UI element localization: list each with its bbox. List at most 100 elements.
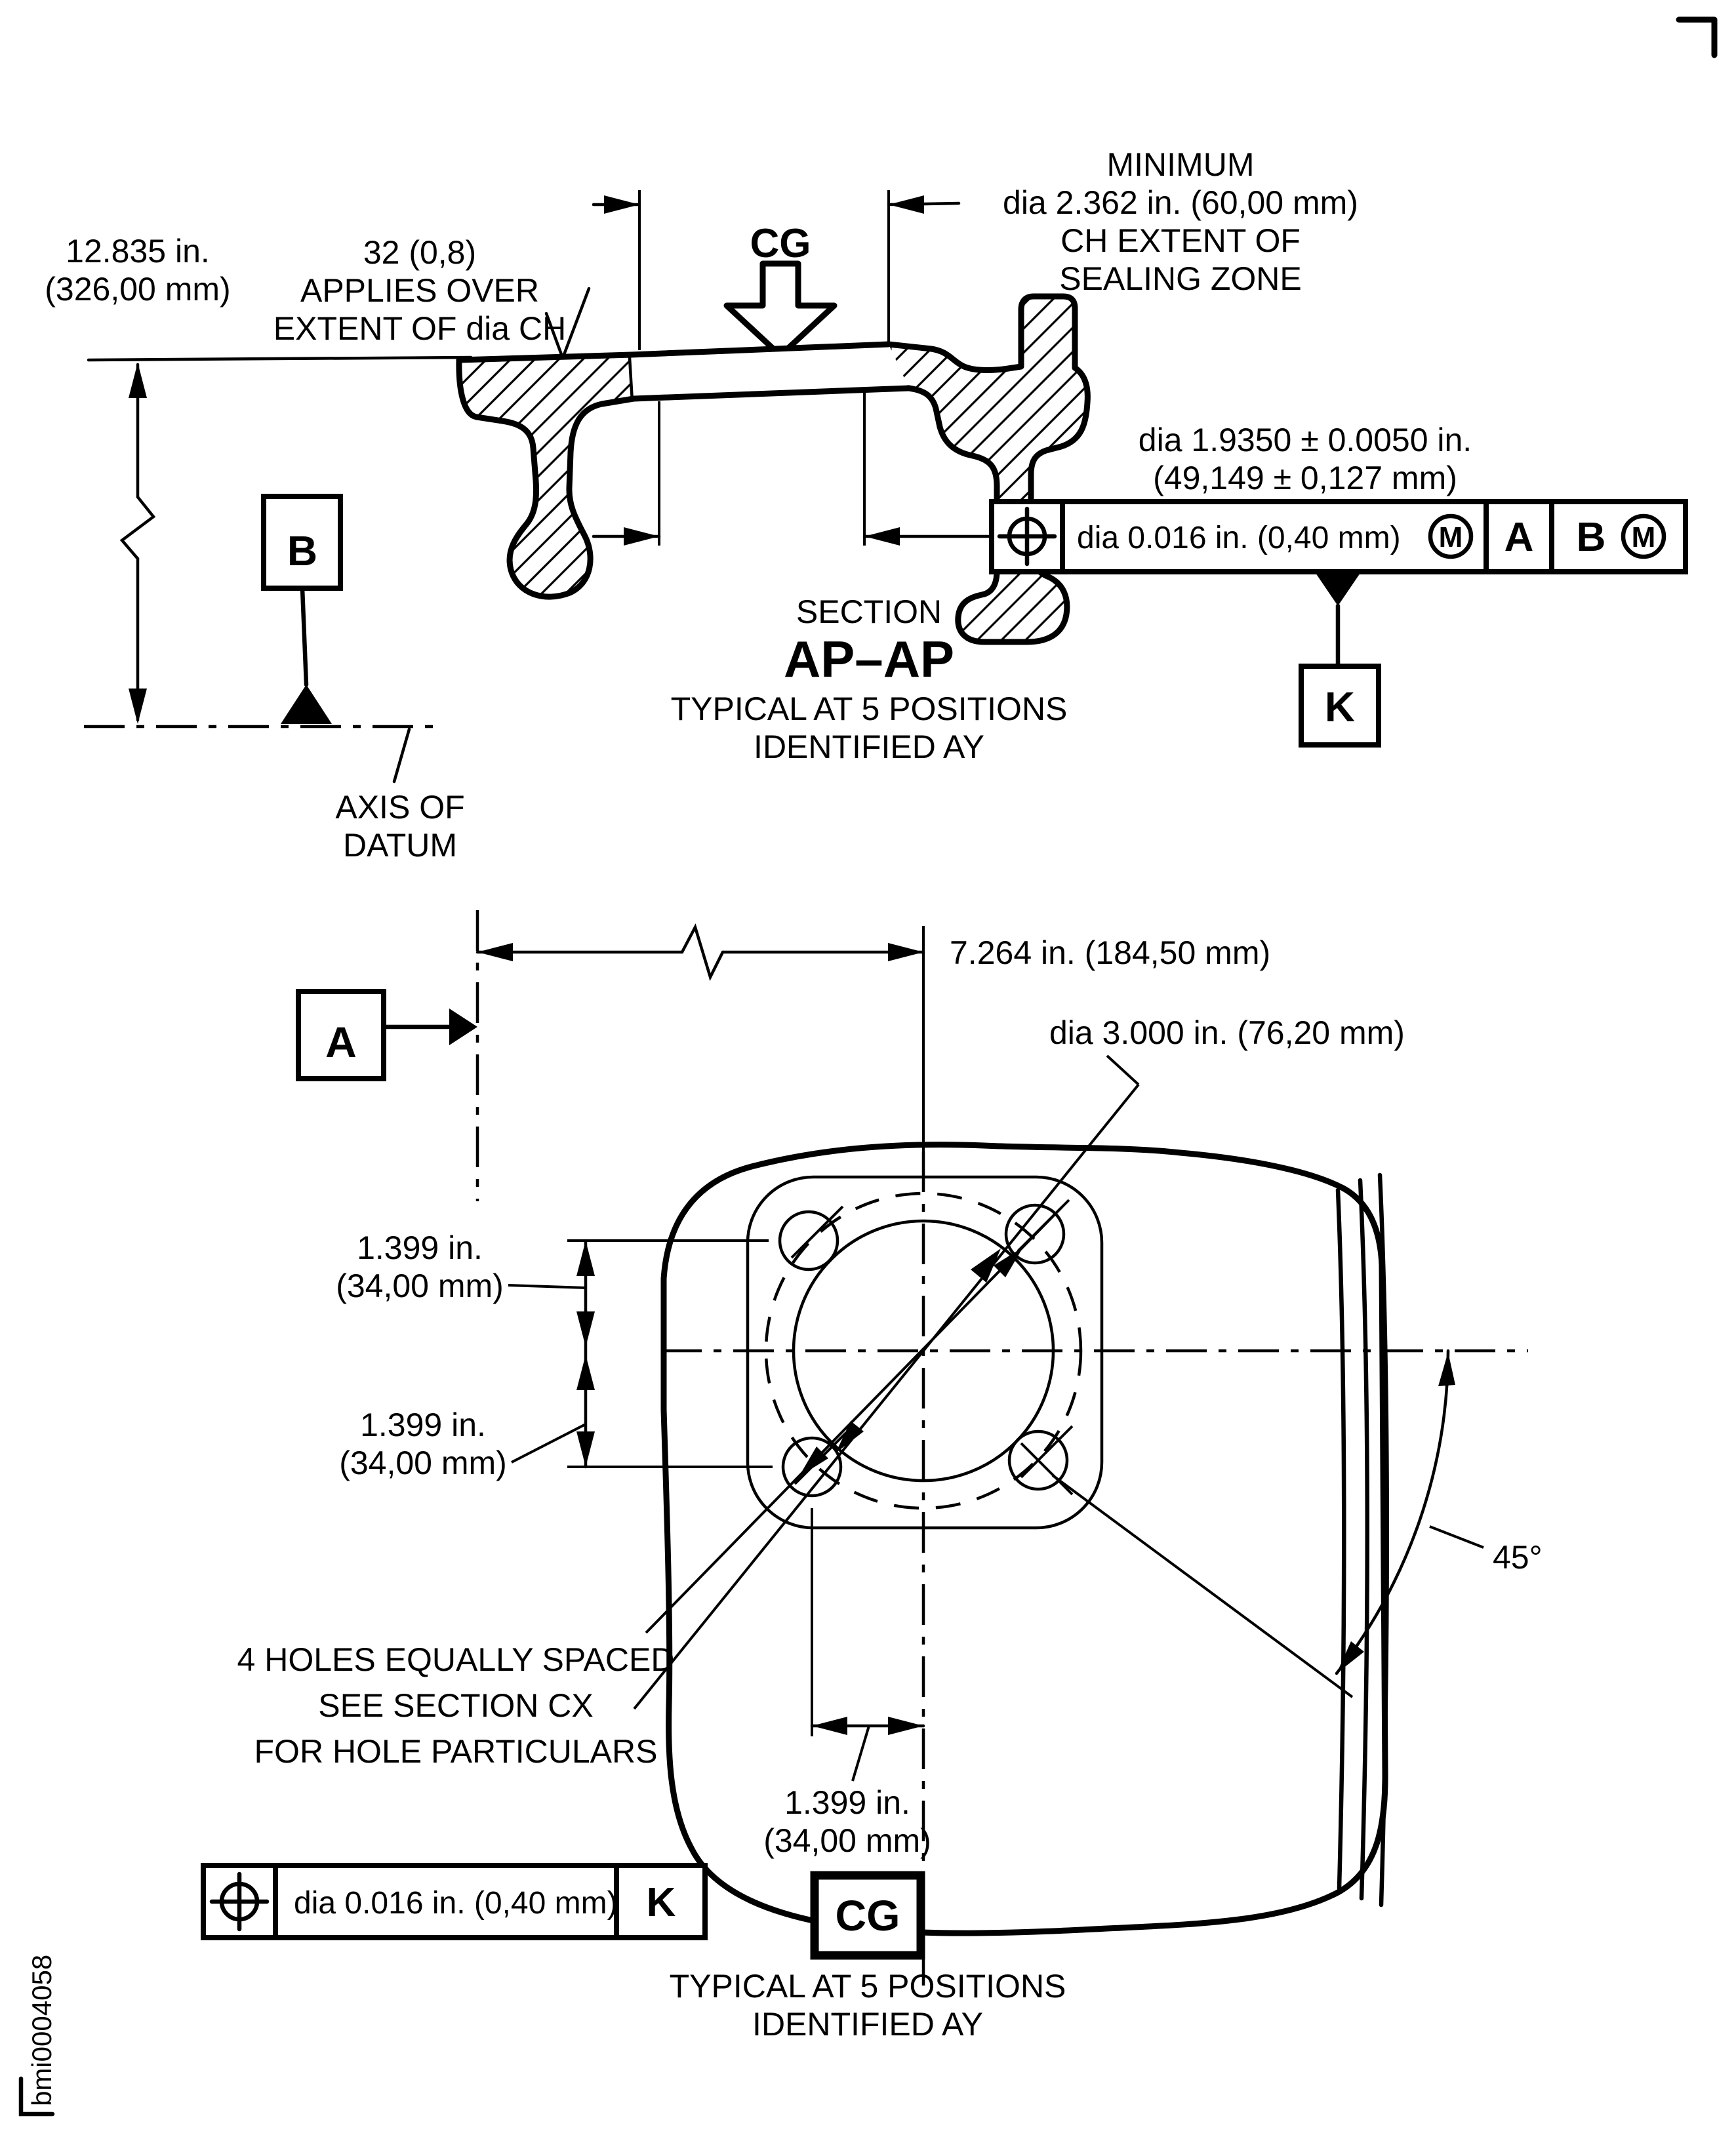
section-caption-word: SECTION	[796, 593, 942, 630]
axis-note-line1: AXIS OF	[335, 789, 464, 826]
arrowhead	[971, 1248, 1001, 1283]
mmc-letter: M	[1632, 521, 1656, 553]
datum-a: A	[296, 989, 477, 1081]
cg-arrow-label: CG	[750, 221, 811, 266]
corner-mark-top-right	[1676, 16, 1718, 58]
datum-b-letter: B	[287, 527, 317, 574]
housing-outline	[660, 1142, 1388, 1936]
fcf-tolerance-value: dia 0.016 in. (0,40 mm)	[294, 1886, 618, 1921]
material-condition-icon: M	[1428, 513, 1474, 559]
arrowhead	[576, 1241, 595, 1276]
dim-hole-lower-line2: (34,00 mm)	[339, 1445, 507, 1481]
arrowhead	[799, 1447, 828, 1477]
angle-label: 45°	[1493, 1539, 1543, 1576]
surface-note-line2: APPLIES OVER	[300, 272, 539, 309]
axis-note-line2: DATUM	[343, 827, 457, 864]
datum-b: B	[261, 494, 343, 724]
arrowhead	[888, 943, 923, 961]
arrowhead	[576, 1311, 595, 1347]
dim-hole-lower-line1: 1.399 in.	[360, 1407, 486, 1443]
angle-reference-line	[1051, 1474, 1354, 1698]
dim-hole-bottom-line1: 1.399 in.	[784, 1784, 910, 1821]
section-caption-name: AP–AP	[784, 630, 954, 688]
dim-line-break	[680, 923, 725, 982]
leader-line	[511, 1423, 586, 1464]
arrowhead	[576, 1431, 595, 1467]
surface-note-line1: 32 (0,8)	[363, 234, 476, 271]
axis-leader-line	[392, 727, 411, 784]
datum-triangle-icon	[281, 685, 332, 724]
dim-hole-upper-line1: 1.399 in.	[357, 1229, 483, 1266]
datum-stem	[300, 586, 309, 687]
arrowhead	[888, 1717, 923, 1735]
sealing-note-line4: SEALING ZONE	[1059, 260, 1302, 297]
arrowhead	[129, 363, 147, 398]
flange-face-view: A 7.264 in. (184,50 mm)	[201, 910, 1543, 2043]
feature-control-frame-bottom: dia 0.016 in. (0,40 mm) K	[201, 1863, 708, 1940]
cg-flag-box	[810, 1871, 925, 1960]
cg-note-line2: IDENTIFIED AY	[752, 2006, 983, 2043]
dim-offset-7264: 7.264 in. (184,50 mm)	[475, 923, 1270, 982]
pilot-dia-line1: dia 1.9350 ± 0.0050 in.	[1139, 422, 1472, 458]
dim-hole-spacing-bottom: 1.399 in. (34,00 mm)	[763, 1508, 931, 1859]
leader-line	[851, 1725, 870, 1782]
mmc-letter: M	[1439, 521, 1463, 553]
arrowhead	[994, 1247, 1023, 1277]
dim-bore-3000: dia 3.000 in. (76,20 mm)	[633, 1014, 1405, 1710]
cg-flag: CG TYPICAL AT 5 POSITIONS IDENTIFIED AY	[670, 1871, 1066, 2043]
leader-line	[508, 1284, 586, 1289]
arrowhead	[604, 195, 639, 214]
fcf-outline	[989, 499, 1688, 574]
dim-line-diagonal	[633, 1083, 1140, 1710]
section-web-bottom-edge	[630, 385, 912, 402]
bore-circle	[792, 1219, 1055, 1483]
angle-arc	[1335, 1349, 1450, 1675]
section-view-ap-ap: 12.835 in. (326,00 mm) 32 (0,8) APPLIES …	[45, 146, 1688, 864]
arrowhead	[576, 1355, 595, 1390]
sealing-note-line1: MINIMUM	[1107, 146, 1255, 183]
housing-band-line	[1377, 1172, 1390, 1907]
surface-extension-line	[87, 355, 473, 362]
section-left-hook-shape	[456, 351, 637, 600]
surface-note-line3: EXTENT OF dia CH	[273, 310, 566, 347]
fcf-outline	[201, 1863, 708, 1940]
dim-hole-upper-line2: (34,00 mm)	[336, 1268, 504, 1304]
gasket-plate-outline	[746, 1175, 1104, 1530]
leader-line	[1106, 1054, 1140, 1086]
datum-triangle-icon	[449, 1009, 477, 1045]
dim-overall-12835	[119, 363, 156, 724]
arrowhead	[129, 689, 147, 724]
hidden-circle	[764, 1191, 1083, 1510]
position-tolerance-icon	[209, 1871, 270, 1932]
pilot-dia-line2: (49,149 ± 0,127 mm)	[1153, 460, 1457, 496]
section-caption-note1: TYPICAL AT 5 POSITIONS	[671, 690, 1068, 727]
section-web-top-edge	[628, 341, 892, 358]
fcf-tolerance-value: dia 0.016 in. (0,40 mm)	[1077, 521, 1401, 555]
dim-line-break	[119, 495, 156, 561]
cg-block-arrow-icon	[723, 260, 838, 359]
arrowhead	[1438, 1352, 1455, 1386]
datum-k-letter: K	[1325, 683, 1355, 730]
fcf-datum-1: A	[1504, 515, 1534, 560]
arrowhead	[624, 527, 659, 546]
sealing-note-line3: CH EXTENT OF	[1060, 222, 1301, 259]
leader-line	[1429, 1525, 1484, 1549]
housing-band-line	[1335, 1188, 1346, 1891]
dim-bore-value: dia 3.000 in. (76,20 mm)	[1049, 1014, 1405, 1051]
arrowhead	[864, 527, 900, 546]
dim-hole-spacing-left: 1.399 in. (34,00 mm) 1.399 in. (34,00 mm…	[336, 1229, 773, 1481]
dim-offset-value: 7.264 in. (184,50 mm)	[950, 934, 1270, 971]
holes-note-line1: 4 HOLES EQUALLY SPACED	[237, 1641, 675, 1678]
dim-overall-line1: 12.835 in.	[66, 233, 210, 270]
cg-flag-letters: CG	[836, 1891, 900, 1940]
datum-triangle-icon	[1316, 573, 1360, 606]
sealing-note-line2: dia 2.362 in. (60,00 mm)	[1003, 184, 1358, 221]
position-tolerance-icon	[997, 506, 1057, 567]
material-condition-icon: M	[1621, 513, 1666, 559]
cg-note-line1: TYPICAL AT 5 POSITIONS	[670, 1968, 1066, 2005]
arrowhead	[836, 1421, 864, 1453]
arrowhead	[812, 1717, 847, 1735]
dim-angle-45: 45°	[1051, 1349, 1543, 1698]
